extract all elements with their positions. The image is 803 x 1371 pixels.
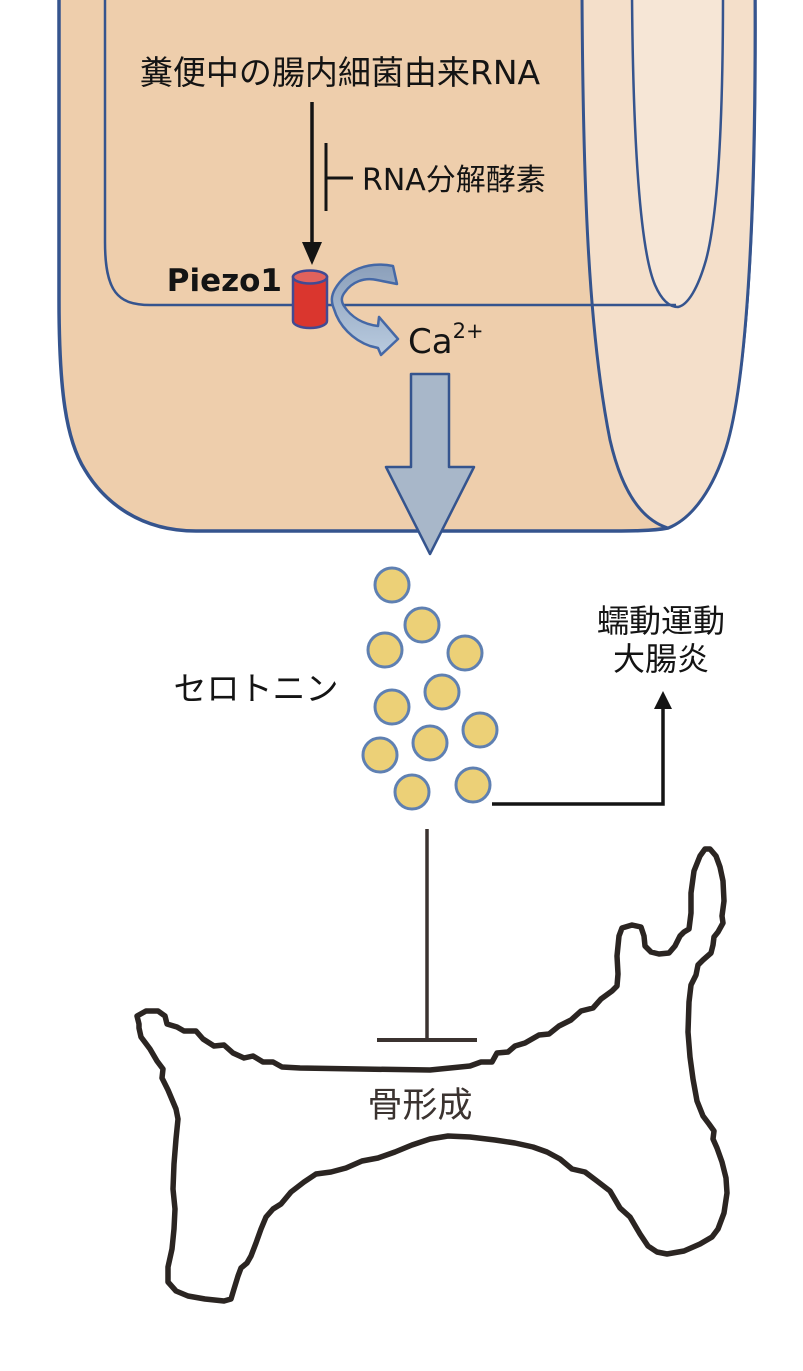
serotonin-vesicle	[411, 724, 449, 762]
bone-formation-label: 骨形成	[367, 1086, 472, 1126]
stimulus-arrow	[302, 102, 322, 265]
serotonin-vesicle	[373, 566, 411, 604]
serotonin-vesicle	[393, 773, 431, 811]
effect-arrow	[492, 691, 672, 806]
release-arrow	[384, 372, 476, 556]
serotonin-vesicles	[361, 566, 499, 811]
calcium-base: Ca	[408, 322, 453, 362]
gut-inner-wall-line	[103, 0, 676, 307]
piezo1-channel	[291, 269, 329, 330]
bone: 骨形成	[134, 846, 730, 1304]
serotonin-vesicle	[361, 736, 399, 774]
serotonin-vesicle	[373, 688, 411, 726]
piezo1-label: Piezo1	[167, 263, 282, 299]
rnase-inhibition-tbar	[324, 143, 353, 211]
fecal-rna-label: 糞便中の腸内細菌由来RNA	[140, 53, 541, 92]
channel-body	[291, 275, 329, 330]
serotonin-vesicle	[423, 673, 461, 711]
colitis-label: 大腸炎	[613, 640, 709, 678]
peristalsis-label: 蠕動運動	[597, 602, 725, 640]
calcium-superscript: 2+	[453, 319, 484, 343]
calcium-flux-arrow	[330, 263, 400, 357]
channel-top	[291, 269, 329, 285]
stimulus-arrowhead	[302, 242, 322, 265]
serotonin-vesicle	[446, 634, 484, 672]
gut-lumen-opening	[630, 0, 725, 309]
bone-inhibition-tbar	[377, 829, 477, 1042]
serotonin-vesicle	[454, 766, 492, 804]
calcium-label: Ca2+	[408, 319, 484, 362]
rnase-label: RNA分解酵素	[362, 163, 546, 198]
serotonin-vesicle	[403, 606, 441, 644]
serotonin-vesicle	[366, 631, 404, 669]
serotonin-label: セロトニン	[174, 669, 339, 708]
effect-arrowhead	[654, 691, 672, 709]
gut-tube	[57, 0, 757, 533]
bone-outline	[134, 846, 730, 1304]
serotonin-vesicle	[461, 711, 499, 749]
